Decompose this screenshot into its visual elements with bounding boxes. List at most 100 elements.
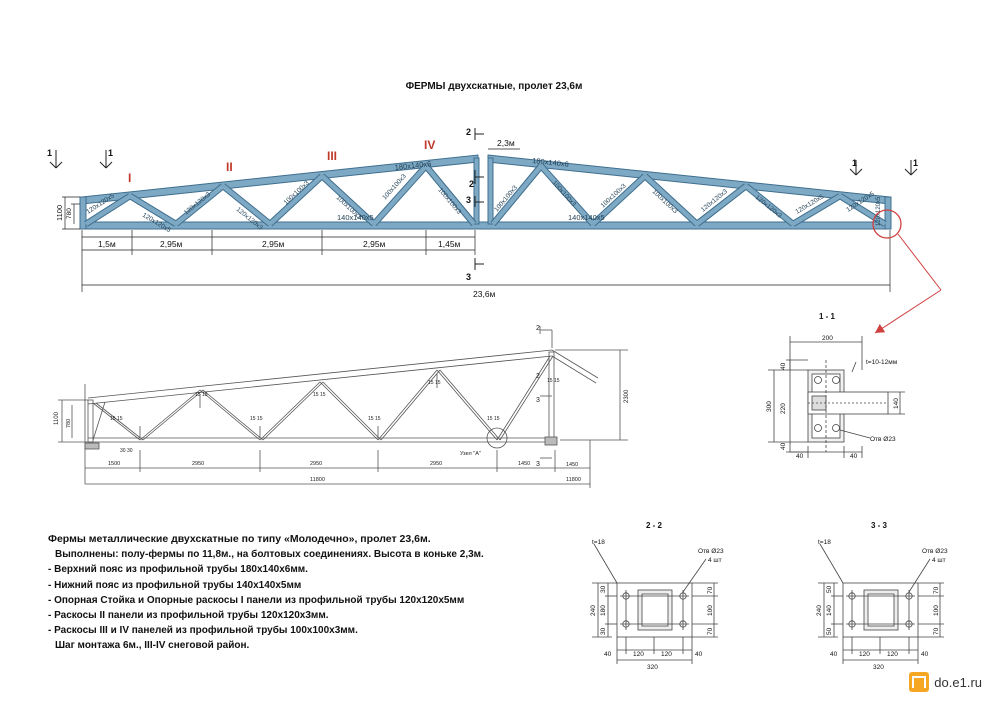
height-label: 1100 xyxy=(55,205,64,221)
description-footer: Шаг монтажа 6м., III-IV снеговой район. xyxy=(55,640,250,652)
ridge-post-left xyxy=(473,157,480,225)
bolt-mark: 15 15 xyxy=(250,416,263,422)
main-truss: 180х140х6 180х140х6 140х140х5 140х140х5 … xyxy=(47,127,942,334)
description-item: - Опорная Стойка и Опорные раскосы I пан… xyxy=(48,594,465,606)
bolt-mark: 30 30 xyxy=(120,448,133,454)
s22-height: 240 xyxy=(590,605,597,616)
section-title: 3 - 3 xyxy=(871,521,888,530)
s22-count: 4 шт xyxy=(708,557,722,564)
top-chord-left-label: 180х140х6 xyxy=(394,159,431,172)
s22-dim: 40 xyxy=(695,651,703,658)
s11-dim: 40 xyxy=(796,453,804,460)
s11-hole: Отв Ø23 xyxy=(870,436,896,443)
dim-label: 2,95м xyxy=(160,239,183,249)
s33-dim: 50 xyxy=(826,585,833,593)
bolt-mark: 15 15 xyxy=(428,380,441,386)
half-truss xyxy=(58,326,628,488)
s22-t: t=18 xyxy=(592,539,605,546)
s22-dim: 180 xyxy=(600,605,607,616)
description-item: - Верхний пояс из профильной трубы 180х1… xyxy=(48,564,308,576)
bolt-mark: 15 15 xyxy=(110,416,123,422)
bolt-mark: 15 15 xyxy=(547,378,560,384)
section-mark: 2 xyxy=(469,179,474,189)
s11-height: 300 xyxy=(766,401,773,412)
s22-dim: 30 xyxy=(600,585,607,593)
top-chord-right-label: 180х140х6 xyxy=(532,156,569,169)
s22-width: 320 xyxy=(647,664,658,671)
height-label: 780 xyxy=(66,208,73,219)
description-item: - Нижний пояс из профильной трубы 140х14… xyxy=(48,579,302,591)
section-mark: 1 xyxy=(47,148,52,158)
s33-width: 320 xyxy=(873,664,884,671)
dim-label: 1,45м xyxy=(438,239,461,249)
half-truss-labels: 15 15 15 15 15 15 15 15 15 15 15 15 15 1… xyxy=(54,325,630,483)
s22-dim: 100 xyxy=(707,605,714,616)
section-2-2: 2 - 2 t=18 xyxy=(590,521,724,671)
description-line: Выполнены: полу-фермы по 11,8м., на болт… xyxy=(55,549,484,561)
s33-dim: 50 xyxy=(826,627,833,635)
half-dim: 1450 xyxy=(566,462,578,468)
half-mark: 2 xyxy=(536,373,540,380)
s33-dim: 40 xyxy=(921,651,929,658)
s33-dim: 100 xyxy=(933,605,940,616)
bolt-mark: 15 15 xyxy=(368,416,381,422)
bottom-chord xyxy=(81,221,891,230)
s22-dim: 30 xyxy=(600,627,607,635)
description: Фермы металлические двухскатные по типу … xyxy=(48,532,484,654)
half-dim: 2950 xyxy=(192,461,204,467)
dim-label: 2,95м xyxy=(363,239,386,249)
panel-label: III xyxy=(327,149,337,163)
section-mark: 1 xyxy=(108,148,113,158)
ridge-height: 2,3м xyxy=(497,138,515,148)
section-1-1: 1 - 1 xyxy=(766,312,905,460)
description-title: Фермы металлические двухскатные по типу … xyxy=(48,533,431,545)
s11-dim: 220 xyxy=(780,403,787,414)
section-mark: 1 xyxy=(913,158,918,168)
s33-dim: 70 xyxy=(933,586,940,594)
half-mark: 3 xyxy=(536,397,540,404)
s22-dim: 40 xyxy=(604,651,612,658)
bottom-chord-left-label: 140х140х5 xyxy=(337,213,374,222)
panel-label: IV xyxy=(424,138,435,152)
half-mark: 2 xyxy=(536,325,540,332)
s22-dim: 120 xyxy=(661,651,672,658)
section-mark: 2 xyxy=(466,127,471,137)
half-height: 1100 xyxy=(54,411,60,425)
s33-count: 4 шт xyxy=(932,557,946,564)
end-post-right xyxy=(884,196,892,230)
half-dim: 1500 xyxy=(108,461,120,467)
watermark: do.e1.ru xyxy=(905,670,986,694)
half-dim: 2950 xyxy=(430,461,442,467)
half-height: 780 xyxy=(66,419,72,428)
section-title: 2 - 2 xyxy=(646,521,663,530)
half-dim: 2950 xyxy=(310,461,322,467)
s33-height: 240 xyxy=(816,605,823,616)
ridge-post-right xyxy=(487,157,494,225)
member-label: 120х120х3 xyxy=(183,191,212,217)
s11-dim: 200 xyxy=(822,335,833,342)
s11-dim: 40 xyxy=(780,362,787,370)
span-label: 23,6м xyxy=(473,289,496,299)
panel-label: I xyxy=(128,171,131,185)
end-post-left xyxy=(79,196,87,230)
house-icon xyxy=(909,672,930,692)
s22-dim: 70 xyxy=(707,627,714,635)
callout-circle xyxy=(872,209,902,239)
half-dim: 1450 xyxy=(518,461,530,467)
s11-dim: 40 xyxy=(850,453,858,460)
node-label: Узел "А" xyxy=(460,451,481,457)
s33-dim: 70 xyxy=(933,627,940,635)
watermark-text: do.e1.ru xyxy=(934,674,982,690)
member-label: 100х100х3 xyxy=(551,180,578,209)
section-mark: 3 xyxy=(466,195,471,205)
half-total2: 11800 xyxy=(566,477,581,483)
panel-label: II xyxy=(226,160,233,174)
s11-t: t=10-12мм xyxy=(866,359,898,366)
s33-dim: 140 xyxy=(826,605,833,616)
s22-dim: 70 xyxy=(707,586,714,594)
bolt-mark: 15 15 xyxy=(487,416,500,422)
s33-t: t=18 xyxy=(818,539,831,546)
section-title: 1 - 1 xyxy=(819,312,836,321)
description-item: - Раскосы III и IV панелей из профильной… xyxy=(48,625,358,637)
